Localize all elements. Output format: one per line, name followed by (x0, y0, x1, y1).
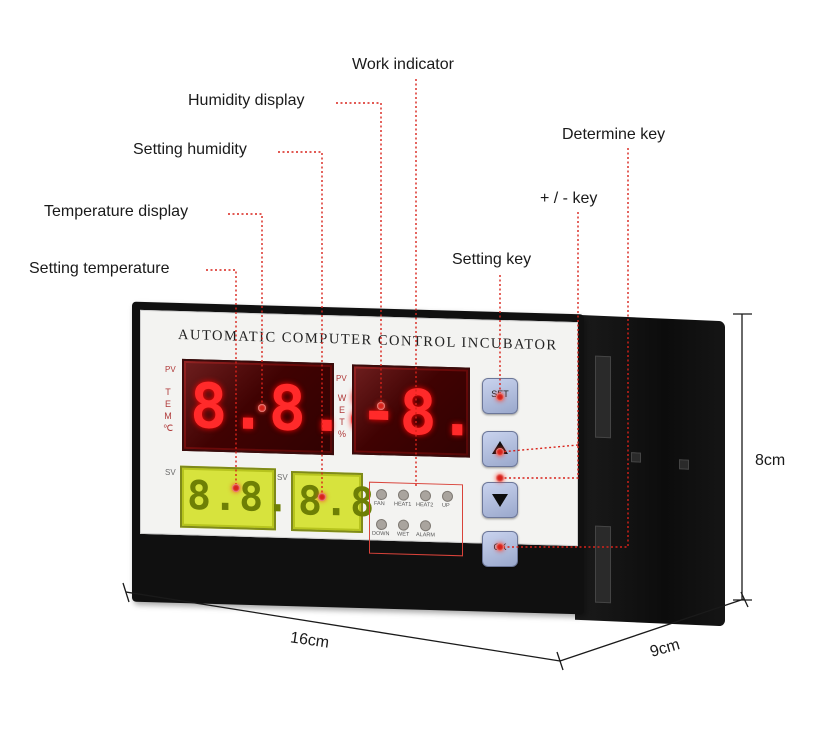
wet-letter: % (337, 429, 346, 439)
dimension-line-width (125, 591, 561, 662)
temperature-display-label: Temperature display (44, 203, 189, 220)
setting-key-label: Setting key (452, 251, 532, 268)
sv-label-left: SV (165, 468, 176, 477)
marker-temperature-display (258, 404, 266, 412)
leader-setting-humidity (278, 151, 323, 497)
pv-label-right: PV (336, 374, 347, 383)
temp-letter: ℃ (163, 423, 174, 433)
pv-label-left: PV (165, 365, 176, 374)
marker-down-key (496, 474, 504, 482)
setting-humidity-label: Setting humidity (133, 141, 247, 158)
down-button[interactable] (482, 482, 518, 518)
work-indicator-label: Work indicator (352, 56, 454, 73)
marker-setting-temperature (232, 484, 240, 492)
humidity-display-label: Humidity display (188, 92, 305, 109)
marker-setting-key (496, 393, 504, 401)
leader-determine-key (500, 148, 629, 548)
dimension-tick (122, 582, 130, 603)
wet-letter: E (338, 405, 345, 415)
temp-vertical-label: T E M ℃ (163, 386, 173, 434)
setting-temperature-label: Setting temperature (29, 260, 170, 277)
arrow-down-icon (492, 494, 508, 507)
determine-key-label: Determine key (562, 126, 666, 143)
dimension-height-label: 8cm (755, 452, 786, 469)
wet-vertical-label: W E T % (337, 392, 347, 440)
marker-up-key (496, 448, 504, 456)
temp-letter: M (164, 411, 172, 421)
temp-letter: E (164, 399, 171, 409)
leader-temperature-display (228, 213, 263, 408)
sv-label-right: SV (277, 473, 288, 482)
wet-letter: W (337, 393, 347, 403)
marker-determine-key (496, 543, 504, 551)
dimension-line-depth (559, 598, 745, 662)
leader-setting-temperature (206, 269, 237, 488)
marker-humidity-display (377, 402, 385, 410)
wet-letter: T (339, 417, 345, 427)
plus-minus-key-label: + / - key (540, 190, 598, 207)
marker-setting-humidity (318, 493, 326, 501)
leader-plus-minus-key (500, 212, 579, 479)
leader-plus-minus-key-up (499, 444, 579, 453)
leader-humidity-display (336, 102, 382, 406)
temp-letter: T (165, 387, 171, 397)
